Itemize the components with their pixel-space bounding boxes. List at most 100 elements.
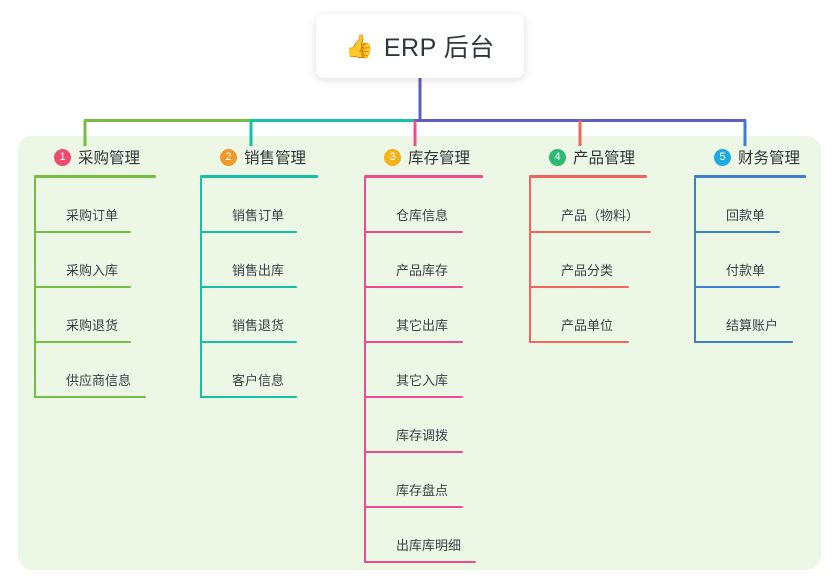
column-title: 产品管理 [573,150,636,167]
item-underline [694,231,780,233]
item-underline [200,396,297,398]
item-underline [364,506,463,508]
item-list: 回款单付款单结算账户 [694,178,839,343]
list-item[interactable]: 库存盘点 [364,453,529,508]
item-label: 产品分类 [561,263,614,278]
column-trunk-line [529,178,531,343]
number-badge-icon: 3 [384,148,401,166]
column-header-2[interactable]: 2 销售管理 [200,145,360,169]
number-badge-icon: 2 [220,148,237,166]
item-label: 回款单 [726,208,766,223]
item-underline [694,341,793,343]
list-item[interactable]: 产品库存 [364,233,529,288]
column-underline [200,175,318,178]
item-label: 销售退货 [232,318,285,333]
column-title: 采购管理 [78,150,141,167]
list-item[interactable]: 其它出库 [364,288,529,343]
list-item[interactable]: 销售退货 [200,288,360,343]
list-item[interactable]: 仓库信息 [364,178,529,233]
item-label: 客户信息 [232,373,285,388]
item-underline [364,396,463,398]
item-underline [694,286,780,288]
item-label: 采购退货 [66,318,119,333]
column-4: 4 产品管理产品（物料） 产品分类产品单位 [529,145,689,343]
item-underline [529,341,629,343]
item-label: 出库库明细 [396,538,462,553]
root-node[interactable]: 👍 ERP 后台 [316,14,524,78]
list-item[interactable]: 客户信息 [200,343,360,398]
item-list: 采购订单采购入库采购退货供应商信息 [34,178,194,398]
item-label: 产品单位 [561,318,614,333]
number-badge-icon: 4 [549,148,566,166]
number-badge-icon: 5 [714,148,731,166]
item-underline [529,231,651,233]
item-label: 其它出库 [396,318,449,333]
item-underline [34,396,146,398]
list-item[interactable]: 产品（物料） [529,178,689,233]
column-underline [364,175,483,178]
item-label: 仓库信息 [396,208,449,223]
column-header-3[interactable]: 3 库存管理 [364,145,529,169]
column-2: 2 销售管理销售订单销售出库销售退货客户信息 [200,145,360,398]
item-underline [200,231,297,233]
column-trunk-line [34,178,36,398]
thumbs-up-icon: 👍 [345,32,374,59]
item-label: 采购入库 [66,263,119,278]
item-label: 销售订单 [232,208,285,223]
item-underline [364,286,463,288]
list-item[interactable]: 其它入库 [364,343,529,398]
item-underline [34,286,131,288]
item-list: 产品（物料） 产品分类产品单位 [529,178,689,343]
item-label: 销售出库 [232,263,285,278]
item-label: 结算账户 [726,318,779,333]
content-panel [18,136,821,570]
item-underline [34,231,131,233]
list-item[interactable]: 产品单位 [529,288,689,343]
item-underline [364,561,476,563]
list-item[interactable]: 采购订单 [34,178,194,233]
column-underline [529,175,647,178]
item-label: 库存盘点 [396,483,449,498]
list-item[interactable]: 结算账户 [694,288,839,343]
column-trunk-line [694,178,696,343]
column-title: 销售管理 [244,150,307,167]
column-title: 财务管理 [738,150,801,167]
column-3: 3 库存管理仓库信息产品库存其它出库其它入库库存调拨库存盘点出库库明细 [364,145,529,563]
column-trunk-line [364,178,366,563]
list-item[interactable]: 销售订单 [200,178,360,233]
list-item[interactable]: 供应商信息 [34,343,194,398]
column-underline [694,175,806,178]
item-label: 产品（物料） [561,208,640,223]
column-title: 库存管理 [408,150,471,167]
list-item[interactable]: 采购退货 [34,288,194,343]
list-item[interactable]: 出库库明细 [364,508,529,563]
item-list: 仓库信息产品库存其它出库其它入库库存调拨库存盘点出库库明细 [364,178,529,563]
item-label: 其它入库 [396,373,449,388]
column-underline [34,175,156,178]
item-underline [200,341,297,343]
column-header-4[interactable]: 4 产品管理 [529,145,689,169]
column-header-5[interactable]: 5 财务管理 [694,145,839,169]
list-item[interactable]: 销售出库 [200,233,360,288]
number-badge-icon: 1 [54,148,71,166]
column-1: 1 采购管理采购订单采购入库采购退货供应商信息 [34,145,194,398]
item-underline [529,286,629,288]
item-list: 销售订单销售出库销售退货客户信息 [200,178,360,398]
item-underline [364,341,463,343]
list-item[interactable]: 回款单 [694,178,839,233]
list-item[interactable]: 产品分类 [529,233,689,288]
column-header-1[interactable]: 1 采购管理 [34,145,194,169]
item-label: 库存调拨 [396,428,449,443]
list-item[interactable]: 采购入库 [34,233,194,288]
column-trunk-line [200,178,202,398]
list-item[interactable]: 库存调拨 [364,398,529,453]
list-item[interactable]: 付款单 [694,233,839,288]
item-underline [34,341,131,343]
item-label: 供应商信息 [66,373,132,388]
item-underline [200,286,297,288]
item-label: 采购订单 [66,208,119,223]
item-underline [364,451,463,453]
item-label: 付款单 [726,263,766,278]
